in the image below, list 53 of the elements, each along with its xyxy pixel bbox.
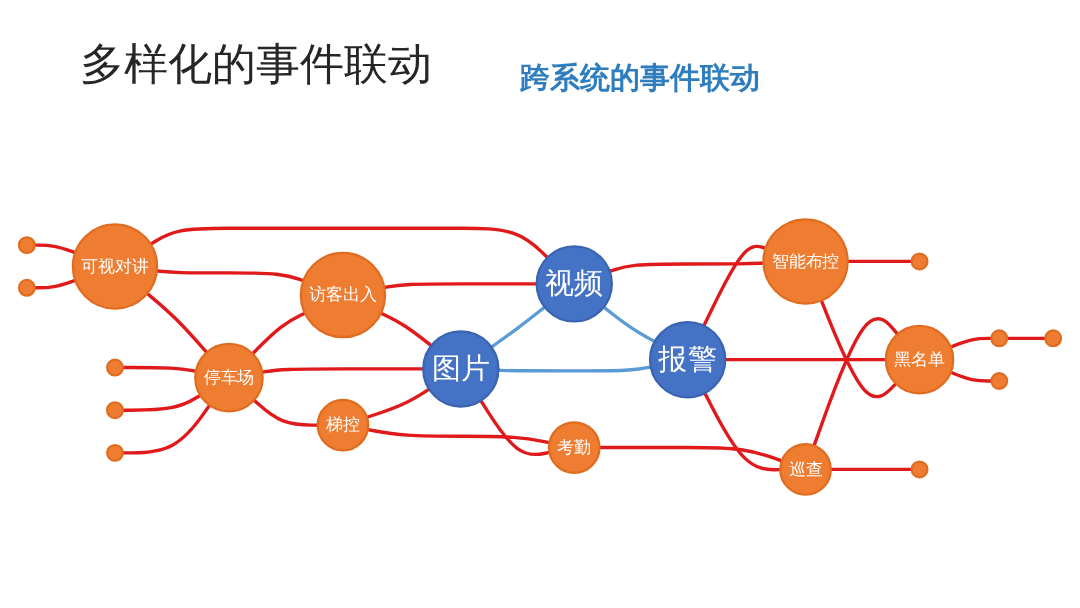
node-circle: 智能布控 <box>762 218 849 305</box>
connector <box>602 305 656 344</box>
diagram-title: 多样化的事件联动 <box>80 40 432 89</box>
connector <box>490 305 546 349</box>
subtitle-text: 跨系统的事件联动 <box>520 59 760 97</box>
connector <box>950 370 992 383</box>
node-circle: 可视对讲 <box>71 223 159 310</box>
connector <box>830 467 912 472</box>
connector <box>819 299 898 399</box>
node-circle: 巡查 <box>779 443 832 496</box>
node-circle <box>17 278 36 297</box>
connector <box>1007 336 1046 340</box>
node-circle: 黑名单 <box>884 324 955 395</box>
connector <box>34 278 76 290</box>
connector <box>479 399 550 457</box>
node-circle: 报警 <box>648 320 727 399</box>
node-circle <box>106 443 124 462</box>
connector <box>725 358 886 362</box>
node-circle <box>990 329 1009 348</box>
connector <box>122 365 197 373</box>
connector <box>149 226 549 259</box>
connector <box>950 336 992 349</box>
connector <box>498 365 652 373</box>
connector <box>252 398 318 427</box>
connector <box>156 269 304 283</box>
connector <box>384 282 537 290</box>
connector <box>812 317 899 447</box>
connector <box>122 404 211 455</box>
node-circle: 视频 <box>535 245 613 323</box>
node-circle <box>910 460 929 479</box>
node-circle: 停车场 <box>194 342 264 413</box>
node-circle <box>1044 329 1063 348</box>
connector <box>609 261 764 273</box>
node-circle <box>910 252 929 271</box>
connector <box>847 259 912 264</box>
connector <box>366 387 431 419</box>
node-circle: 考勤 <box>547 421 601 474</box>
node-circle <box>106 401 124 420</box>
node-circle <box>990 372 1009 390</box>
node-circle <box>17 236 36 255</box>
connector <box>34 243 76 255</box>
connector <box>251 311 306 355</box>
connector <box>703 392 781 472</box>
connector <box>380 311 433 347</box>
connector <box>702 244 767 327</box>
connector <box>146 292 208 354</box>
node-circle: 图片 <box>422 330 500 408</box>
connector <box>122 393 202 412</box>
node-circle: 梯控 <box>316 398 370 452</box>
connector <box>599 445 783 463</box>
node-circle <box>106 358 124 377</box>
node-circle: 访客出入 <box>299 251 387 339</box>
connector <box>367 427 550 445</box>
